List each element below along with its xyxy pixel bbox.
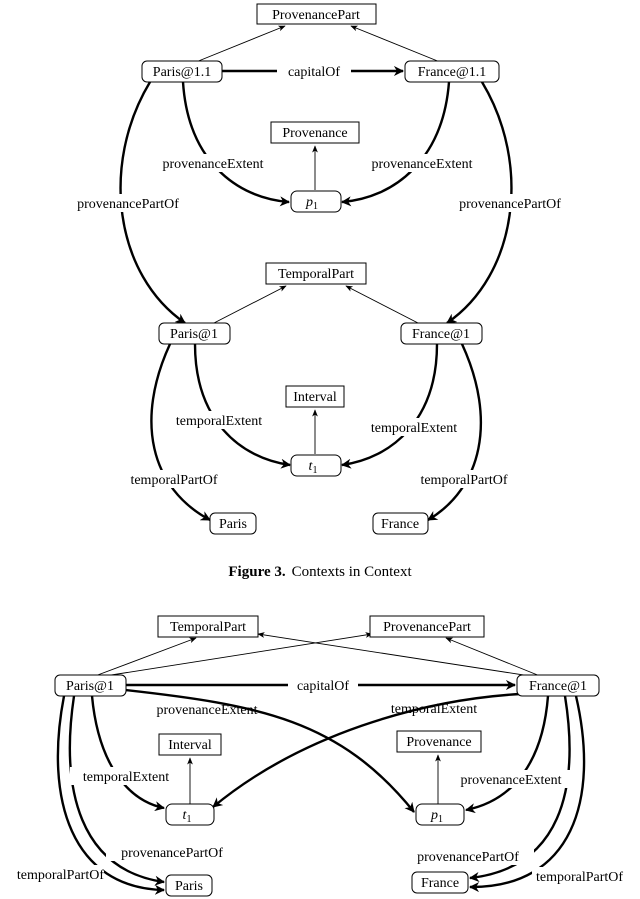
- f4-edge-provenanceextent-left: [124, 688, 415, 813]
- f3-node-paris: Paris: [209, 512, 257, 535]
- f4-node-france: France: [411, 871, 469, 894]
- f3-node-france: France: [372, 512, 429, 535]
- f4-edge-provenanceextent-right: [465, 695, 550, 814]
- f4-label-capitalof: capitalOf: [297, 679, 349, 694]
- figure-4: capitalOf provenanceExtent temporalExten…: [0, 615, 640, 897]
- svg-text:Paris@1: Paris@1: [170, 327, 218, 342]
- svg-text:TemporalPart: TemporalPart: [170, 620, 246, 635]
- f4-edge-temporalpartof-right: [468, 695, 586, 893]
- f3-edge-provenancepartof-right: [446, 81, 513, 324]
- f4-edge-temporalextent-right: [212, 692, 521, 808]
- f3-node-france-1-1: France@1.1: [404, 60, 500, 83]
- f4-node-t1: t1: [165, 803, 215, 826]
- svg-text:t1: t1: [309, 459, 318, 476]
- svg-text:Paris: Paris: [175, 879, 203, 894]
- f3-label-capitalof: capitalOf: [288, 65, 340, 80]
- f4-label-provenanceextent-left: provenanceExtent: [156, 703, 257, 718]
- svg-text:France@1: France@1: [529, 679, 587, 694]
- f4-node-provenancepart: ProvenancePart: [369, 615, 485, 638]
- f3-edge-temporalpartof-right: [427, 343, 482, 522]
- f4-label-provenancepartof-left: provenancePartOf: [121, 846, 223, 861]
- f4-label-temporalpartof-right: temporalPartOf: [536, 870, 623, 885]
- f3-label-temporalextent-right: temporalExtent: [371, 421, 457, 436]
- f3-edge-france11-to-provenancepart: [350, 25, 441, 63]
- f4-edge-temporalextent-left: [90, 695, 165, 812]
- svg-text:France@1: France@1: [412, 327, 470, 342]
- f4-label-temporalextent-left: temporalExtent: [83, 770, 169, 785]
- f3-node-france-1: France@1: [400, 322, 483, 345]
- svg-text:TemporalPart: TemporalPart: [278, 267, 354, 282]
- f4-label-provenancepartof-right: provenancePartOf: [417, 850, 519, 865]
- svg-text:Interval: Interval: [293, 390, 337, 405]
- f3-label-temporalextent-left: temporalExtent: [176, 414, 262, 429]
- f3-label-provenanceextent-right: provenanceExtent: [371, 157, 472, 172]
- svg-text:France@1.1: France@1.1: [418, 65, 486, 80]
- svg-text:t1: t1: [183, 808, 192, 825]
- f4-label-provenanceextent-right: provenanceExtent: [460, 773, 561, 788]
- f3-label-provenancepartof-left: provenancePartOf: [77, 197, 179, 212]
- f3-edge-temporalextent-left: [193, 343, 291, 469]
- f3-subclass-edges: [195, 25, 441, 454]
- svg-text:Paris@1.1: Paris@1.1: [153, 65, 211, 80]
- svg-text:ProvenancePart: ProvenancePart: [383, 620, 471, 635]
- f4-edge-provenancepartof-left: [68, 695, 165, 886]
- f4-edge-paris1-to-provenancepart: [104, 632, 373, 677]
- f4-node-temporalpart: TemporalPart: [157, 615, 259, 638]
- f4-edge-france1-to-temporalpart: [257, 632, 531, 677]
- f3-label-provenanceextent-left: provenanceExtent: [162, 157, 263, 172]
- f4-edge-labels: capitalOf provenanceExtent temporalExten…: [0, 676, 640, 885]
- f4-edge-paris1-to-temporalpart: [94, 637, 197, 677]
- svg-text:Provenance: Provenance: [406, 735, 471, 750]
- f4-nodes: TemporalPart ProvenancePart Paris@1 Fran…: [54, 615, 600, 897]
- f4-subclass-edges: [94, 632, 541, 804]
- f3-label-temporalpartof-right: temporalPartOf: [420, 473, 507, 488]
- f4-edge-provenancepartof-right: [468, 695, 571, 882]
- f3-edge-france1-to-temporalpart: [345, 285, 419, 324]
- f4-label-temporalpartof-left: temporalPartOf: [17, 868, 104, 883]
- f3-edge-paris11-to-provenancepart: [195, 25, 286, 63]
- f3-edge-temporalpartof-left: [150, 343, 211, 522]
- svg-text:p1: p1: [430, 808, 443, 825]
- f3-label-provenancepartof-right: provenancePartOf: [459, 197, 561, 212]
- svg-text:ProvenancePart: ProvenancePart: [272, 8, 360, 23]
- f4-edge-temporalpartof-left: [56, 695, 166, 895]
- f3-edge-temporalextent-right: [341, 343, 439, 469]
- svg-text:Provenance: Provenance: [282, 126, 347, 141]
- svg-text:Interval: Interval: [168, 738, 212, 753]
- svg-text:p1: p1: [305, 195, 318, 212]
- f4-node-france-1: France@1: [516, 674, 600, 697]
- svg-text:Paris: Paris: [219, 517, 247, 532]
- figure-3: capitalOf provenanceExtent provenanceExt…: [62, 3, 576, 580]
- f4-node-p1: p1: [415, 803, 465, 826]
- f4-edge-france1-to-provenancepart: [445, 637, 541, 677]
- f3-node-paris-1: Paris@1: [158, 322, 231, 345]
- svg-text:France: France: [421, 876, 459, 891]
- f4-node-interval: Interval: [158, 733, 222, 756]
- f3-node-t1: t1: [290, 454, 342, 477]
- svg-text:France: France: [381, 517, 419, 532]
- f3-nodes: ProvenancePart Paris@1.1 France@1.1 Prov…: [141, 3, 500, 535]
- svg-text:Paris@1: Paris@1: [66, 679, 114, 694]
- f3-node-p1: p1: [290, 190, 342, 213]
- f3-edge-labels: capitalOf provenanceExtent provenanceExt…: [62, 62, 576, 488]
- f3-node-provenancepart: ProvenancePart: [256, 3, 377, 25]
- f4-label-temporalextent-right: temporalExtent: [391, 702, 477, 717]
- f3-node-provenance: Provenance: [270, 121, 360, 144]
- f4-node-paris: Paris: [165, 874, 213, 897]
- f4-node-provenance: Provenance: [396, 730, 482, 753]
- f3-edge-provenancepartof-left: [119, 81, 186, 324]
- f3-node-interval: Interval: [285, 385, 345, 408]
- f3-edge-paris1-to-temporalpart: [213, 285, 287, 324]
- f3-label-temporalpartof-left: temporalPartOf: [130, 473, 217, 488]
- f3-node-paris-1-1: Paris@1.1: [141, 60, 223, 83]
- f3-node-temporalpart: TemporalPart: [265, 262, 367, 285]
- f3-caption: Figure 3.Contexts in Context: [228, 564, 412, 580]
- f4-node-paris-1: Paris@1: [54, 674, 127, 697]
